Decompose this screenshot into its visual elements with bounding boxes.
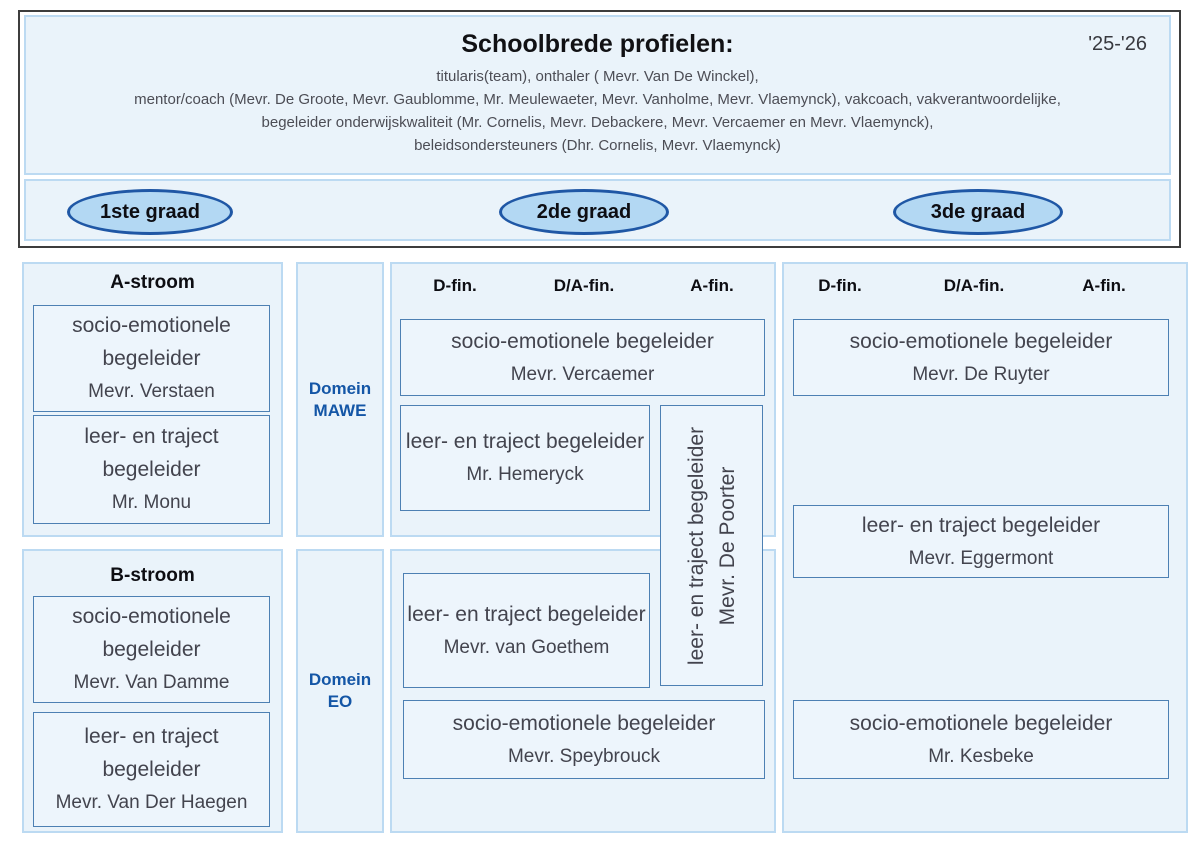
panel-grade3: D-fin. D/A-fin. A-fin. socio-emotionele … [782, 262, 1188, 833]
finaliteit-header-a: A-fin. [690, 276, 734, 295]
subtitle-line: titularis(team), onthaler ( Mevr. Van De… [436, 68, 759, 85]
panel-b-stroom: B-stroom socio-emotionele begeleider Mev… [22, 549, 283, 833]
grade-oval-2de-graad: 2de graad [499, 189, 669, 235]
role-label: leer- en traject begeleider [84, 425, 219, 481]
person-name: Mevr. Eggermont [908, 547, 1054, 569]
grade-label: 1ste graad [99, 200, 201, 223]
header-container: '25-'26 Schoolbrede profielen: titularis… [18, 10, 1181, 248]
domain-label-mawe: Domein MAWE [298, 264, 382, 535]
role-label: socio-emotionele begeleider [72, 314, 231, 370]
subtitle-line: beleidsondersteuners (Dhr. Cornelis, Mev… [414, 137, 781, 154]
role-box-g3-socio-bottom: socio-emotionele begeleider Mr. Kesbeke [793, 700, 1169, 779]
role-label: leer- en traject begeleider [684, 426, 708, 665]
person-name: Mevr. Vercaemer [510, 363, 655, 385]
finaliteit-header-da: D/A-fin. [553, 276, 615, 295]
grade-oval-3de-graad: 3de graad [893, 189, 1063, 235]
role-label: leer- en traject begeleider [405, 430, 645, 453]
panel-domein-eo: Domein EO [296, 549, 384, 833]
role-box-g3-socio-top: socio-emotionele begeleider Mevr. De Ruy… [793, 319, 1169, 396]
grades-panel: 1ste graad 2de graad 3de graad [24, 179, 1171, 241]
finaliteit-header-a: A-fin. [1082, 276, 1126, 295]
rotated-role-text: leer- en traject begeleider Mevr. De Poo… [681, 421, 743, 671]
panel-grade2-mawe: D-fin. D/A-fin. A-fin. socio-emotionele … [390, 262, 776, 537]
role-label: leer- en traject begeleider [861, 513, 1101, 537]
grade-label: 2de graad [536, 200, 632, 223]
role-box-g3-leer: leer- en traject begeleider Mevr. Eggerm… [793, 505, 1169, 578]
panel-a-stroom: A-stroom socio-emotionele begeleider Mev… [22, 262, 283, 537]
person-name: Mr. Monu [111, 492, 192, 513]
domain-word: EO [327, 692, 353, 711]
role-box-g2-shared-leer-vertical: leer- en traject begeleider Mevr. De Poo… [660, 405, 763, 686]
role-label: socio-emotionele begeleider [72, 605, 231, 661]
role-label: leer- en traject begeleider [407, 602, 646, 626]
role-label: socio-emotionele begeleider [451, 329, 714, 353]
subtitle-line: mentor/coach (Mevr. De Groote, Mevr. Gau… [134, 91, 1061, 108]
person-name: Mr. Hemeryck [466, 464, 584, 485]
person-name: Mr. Kesbeke [928, 745, 1034, 767]
role-box-g2-mawe-socio: socio-emotionele begeleider Mevr. Vercae… [400, 319, 765, 396]
domain-word: Domein [308, 378, 372, 398]
finaliteit-header-d: D-fin. [818, 276, 862, 295]
grade-label: 3de graad [930, 200, 1026, 223]
person-name: Mevr. De Ruyter [912, 363, 1050, 385]
stream-title: A-stroom [110, 272, 195, 293]
stream-title: B-stroom [110, 565, 195, 586]
panel-domein-mawe: Domein MAWE [296, 262, 384, 537]
page-title: Schoolbrede profielen: [461, 30, 734, 58]
finaliteit-header-da: D/A-fin. [943, 276, 1005, 295]
domain-word: Domein [308, 670, 372, 689]
finaliteit-header-d: D-fin. [433, 276, 477, 295]
person-name: Mevr. Verstaen [88, 381, 215, 402]
school-year: '25-'26 [1088, 33, 1147, 55]
grade-oval-1ste-graad: 1ste graad [67, 189, 233, 235]
role-label: socio-emotionele begeleider [452, 711, 716, 735]
role-box-g2-eo-socio: socio-emotionele begeleider Mevr. Speybr… [403, 700, 765, 779]
role-box-b-leer: leer- en traject begeleider Mevr. Van De… [33, 712, 270, 827]
header-title-panel: '25-'26 Schoolbrede profielen: titularis… [24, 15, 1171, 175]
person-name: Mevr. Van Damme [73, 672, 230, 693]
person-name: Mevr. De Poorter [715, 466, 739, 625]
person-name: Mevr. van Goethem [443, 636, 610, 658]
person-name: Mevr. Van Der Haegen [55, 792, 248, 813]
role-box-a-leer: leer- en traject begeleider Mr. Monu [33, 415, 270, 524]
role-box-b-socio: socio-emotionele begeleider Mevr. Van Da… [33, 596, 270, 703]
subtitle-line: begeleider onderwijskwaliteit (Mr. Corne… [261, 114, 934, 131]
domain-label-eo: Domein EO [298, 551, 382, 831]
header-subtitle: titularis(team), onthaler ( Mevr. Van De… [26, 65, 1169, 157]
person-name: Mevr. Speybrouck [507, 745, 661, 767]
role-box-a-socio: socio-emotionele begeleider Mevr. Versta… [33, 305, 270, 412]
role-label: socio-emotionele begeleider [849, 329, 1113, 353]
role-box-g2-mawe-leer: leer- en traject begeleider Mr. Hemeryck [400, 405, 650, 511]
role-label: socio-emotionele begeleider [849, 711, 1113, 735]
domain-word: MAWE [313, 400, 367, 420]
role-label: leer- en traject begeleider [84, 725, 219, 781]
role-box-g2-eo-leer: leer- en traject begeleider Mevr. van Go… [403, 573, 650, 688]
